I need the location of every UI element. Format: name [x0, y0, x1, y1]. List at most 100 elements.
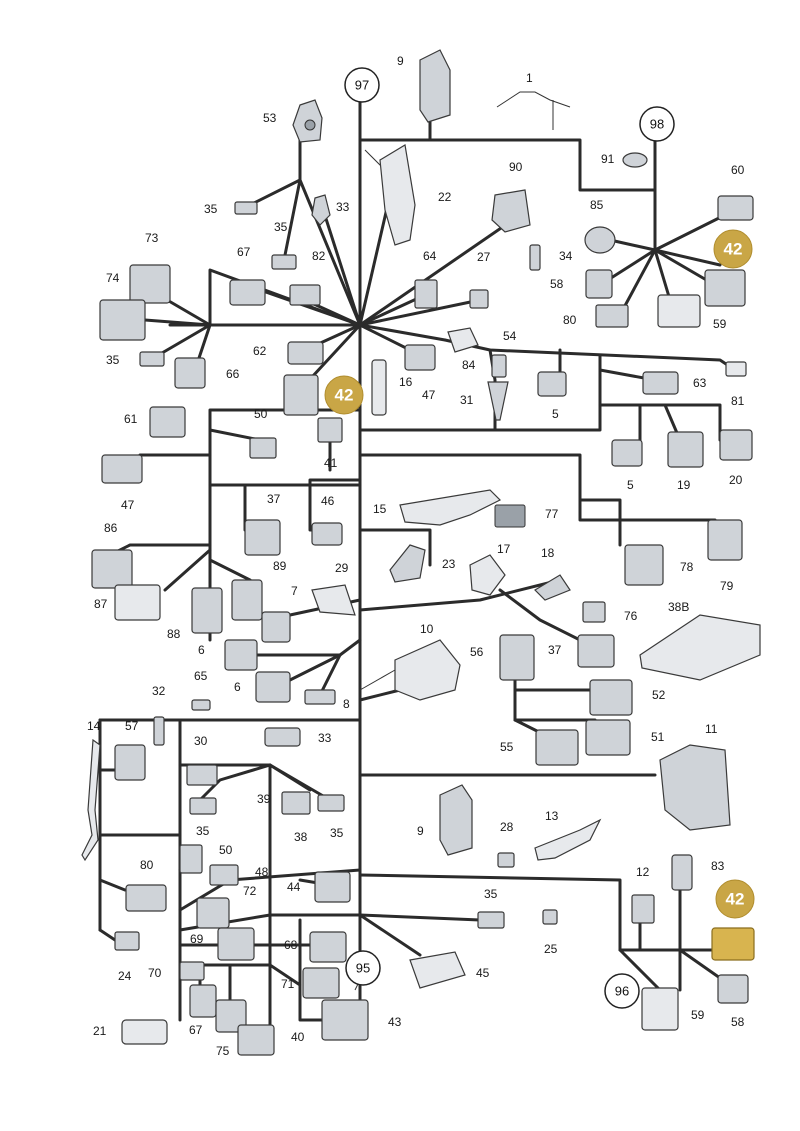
callout-44: 44	[287, 880, 301, 894]
callout-63: 63	[693, 376, 707, 390]
callout-59: 59	[713, 317, 727, 331]
callout-33: 33	[318, 731, 332, 745]
callout-78: 78	[680, 560, 694, 574]
callout-35: 35	[484, 887, 498, 901]
callout-59: 59	[691, 1008, 705, 1022]
callout-38: 38	[294, 830, 308, 844]
callout-6: 6	[198, 643, 205, 657]
callout-76: 76	[624, 609, 638, 623]
callout-68: 68	[284, 938, 298, 952]
callout-47: 47	[121, 498, 135, 512]
callout-18: 18	[541, 546, 555, 560]
callout-50: 50	[254, 407, 268, 421]
callout-37: 37	[548, 643, 562, 657]
callout-84: 84	[462, 358, 476, 372]
callout-9: 9	[397, 54, 404, 68]
callout-32: 32	[152, 684, 166, 698]
callout-35: 35	[106, 353, 120, 367]
ref-97: 97	[355, 78, 369, 93]
callout-51: 51	[651, 730, 665, 744]
ref-95: 95	[356, 961, 370, 976]
callout-47: 47	[422, 388, 436, 402]
callout-13: 13	[545, 809, 559, 823]
ref-98: 98	[650, 117, 664, 132]
callout-61: 61	[124, 412, 138, 426]
callout-5: 5	[627, 478, 634, 492]
callout-79: 79	[720, 579, 734, 593]
callout-43: 43	[388, 1015, 402, 1029]
callout-34: 34	[559, 249, 573, 263]
callout-29: 29	[335, 561, 349, 575]
callout-90: 90	[509, 160, 523, 174]
callout-27: 27	[477, 250, 491, 264]
callout-7: 7	[291, 584, 298, 598]
callout-15: 15	[373, 502, 387, 516]
callout-70: 70	[148, 966, 162, 980]
highlight-42-top: 42	[724, 240, 743, 259]
callout-75: 75	[216, 1044, 230, 1058]
callout-77: 77	[545, 507, 559, 521]
callout-73: 73	[145, 231, 159, 245]
callout-46: 46	[321, 494, 335, 508]
callout-91: 91	[601, 152, 615, 166]
callout-11: 11	[705, 722, 718, 736]
callout-31: 31	[460, 393, 474, 407]
callout-52: 52	[652, 688, 666, 702]
callout-81: 81	[731, 394, 745, 408]
callout-12: 12	[636, 865, 650, 879]
callout-83: 83	[711, 859, 725, 873]
highlight-42-bottom: 42	[726, 890, 745, 909]
callout-48: 48	[255, 865, 269, 879]
callout-67: 67	[237, 245, 251, 259]
callout-38b: 38B	[668, 600, 689, 614]
callout-88: 88	[167, 627, 181, 641]
callout-62: 62	[253, 344, 267, 358]
callout-9: 9	[417, 824, 424, 838]
callout-50: 50	[219, 843, 233, 857]
callout-54: 54	[503, 329, 517, 343]
callout-35: 35	[196, 824, 210, 838]
callout-labels: 1 9 53 22 35 33 35 90 91 60 85 73 67 82 …	[87, 54, 745, 1058]
callout-1: 1	[526, 71, 533, 85]
callout-66: 66	[226, 367, 240, 381]
callout-19: 19	[677, 478, 691, 492]
callout-37: 37	[267, 492, 281, 506]
reference-circles: 97 98 95 96	[344, 67, 675, 1009]
callout-35: 35	[330, 826, 344, 840]
ref-96: 96	[615, 984, 629, 999]
callout-80: 80	[563, 313, 577, 327]
callout-85: 85	[590, 198, 604, 212]
callout-71: 71	[281, 977, 295, 991]
callout-40: 40	[291, 1030, 305, 1044]
callout-35: 35	[204, 202, 218, 216]
callout-60: 60	[731, 163, 745, 177]
callout-33: 33	[336, 200, 350, 214]
callout-64: 64	[423, 249, 437, 263]
callout-45: 45	[476, 966, 490, 980]
callout-58: 58	[731, 1015, 745, 1029]
callout-5: 5	[552, 407, 559, 421]
callout-67: 67	[189, 1023, 203, 1037]
callout-30: 30	[194, 734, 208, 748]
callout-72: 72	[243, 884, 257, 898]
callout-65: 65	[194, 669, 208, 683]
callout-89: 89	[273, 559, 287, 573]
callout-69: 69	[190, 932, 204, 946]
callout-8: 8	[343, 697, 350, 711]
callout-20: 20	[729, 473, 743, 487]
callout-56: 56	[470, 645, 484, 659]
callout-22: 22	[438, 190, 452, 204]
callout-17: 17	[497, 542, 511, 556]
callout-80: 80	[140, 858, 154, 872]
callout-74: 74	[106, 271, 120, 285]
callout-21: 21	[93, 1024, 107, 1038]
callout-14: 14	[87, 719, 101, 733]
callout-24: 24	[118, 969, 132, 983]
callout-28: 28	[500, 820, 514, 834]
callout-57: 57	[125, 719, 139, 733]
callout-39: 39	[257, 792, 271, 806]
callout-87: 87	[94, 597, 108, 611]
callout-82: 82	[312, 249, 326, 263]
highlight-42-mid: 42	[335, 386, 354, 405]
